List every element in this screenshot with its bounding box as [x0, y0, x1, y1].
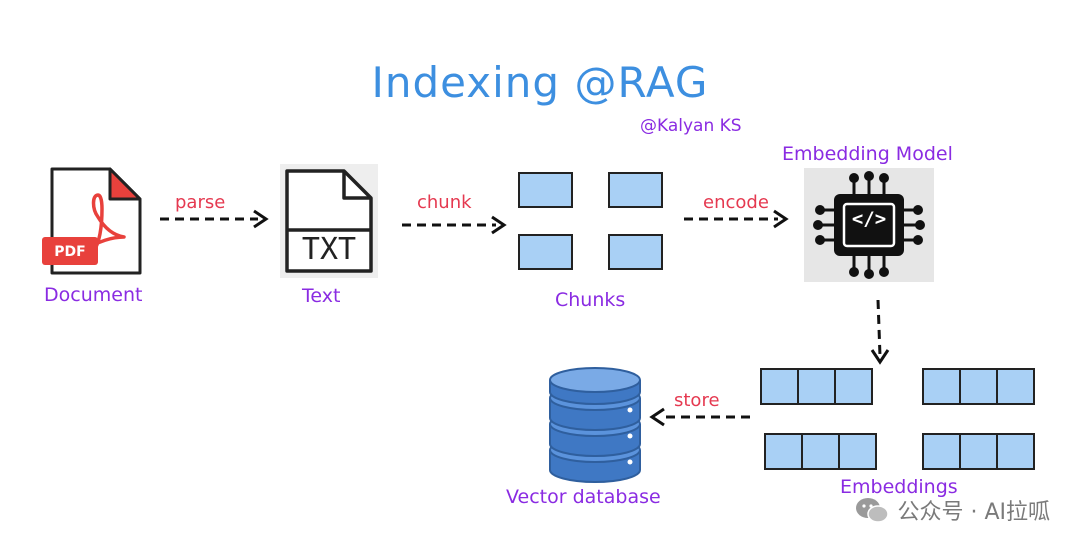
pdf-document-icon [42, 167, 142, 275]
embedding-cell [797, 368, 836, 405]
txt-badge: TXT [301, 232, 357, 267]
chunk-block [518, 172, 573, 208]
embedding-vector [922, 433, 1035, 470]
embeddings-label: Embeddings [840, 476, 958, 498]
text-label: Text [302, 285, 341, 307]
embedding-cell [760, 368, 799, 405]
embedding-cell [996, 433, 1035, 470]
chunks-label: Chunks [555, 289, 626, 311]
chunk-block [608, 234, 663, 270]
encode-label: encode [703, 192, 769, 213]
author-credit: @Kalyan KS [640, 116, 742, 136]
cpu-chip-icon [813, 171, 925, 279]
database-icon [549, 367, 641, 483]
embedding-cell [801, 433, 840, 470]
embedding-cell [834, 368, 873, 405]
embedding-vector [922, 368, 1035, 405]
chunk-label: chunk [417, 192, 472, 213]
store-label: store [674, 390, 720, 411]
watermark-text: 公众号 · AI拉呱 [897, 500, 1050, 525]
code-glyph: </> [851, 208, 887, 230]
vector-database-label: Vector database [506, 486, 661, 508]
page-title: Indexing @RAG [371, 58, 709, 107]
embedding-cell [922, 368, 961, 405]
txt-document-icon [285, 169, 373, 273]
document-label: Document [44, 284, 143, 306]
embedding-model-label: Embedding Model [782, 143, 953, 165]
parse-label: parse [175, 192, 226, 213]
embedding-cell [764, 433, 803, 470]
parse-arrow [160, 209, 269, 229]
watermark: 公众号 · AI拉呱 [855, 494, 1050, 526]
embedding-vector [760, 368, 873, 405]
embedding-cell [959, 368, 998, 405]
chunk-arrow [402, 215, 507, 235]
embedding-cell [959, 433, 998, 470]
embedding-vector [764, 433, 877, 470]
embedding-cell [922, 433, 961, 470]
chunk-block [518, 234, 573, 270]
encode-arrow [684, 209, 789, 229]
embedding-cell [838, 433, 877, 470]
chunk-block [608, 172, 663, 208]
embedding-cell [996, 368, 1035, 405]
encode-to-embeddings-arrow [870, 299, 890, 365]
pdf-badge: PDF [54, 244, 86, 260]
wechat-icon [856, 498, 890, 523]
store-arrow [649, 407, 750, 427]
